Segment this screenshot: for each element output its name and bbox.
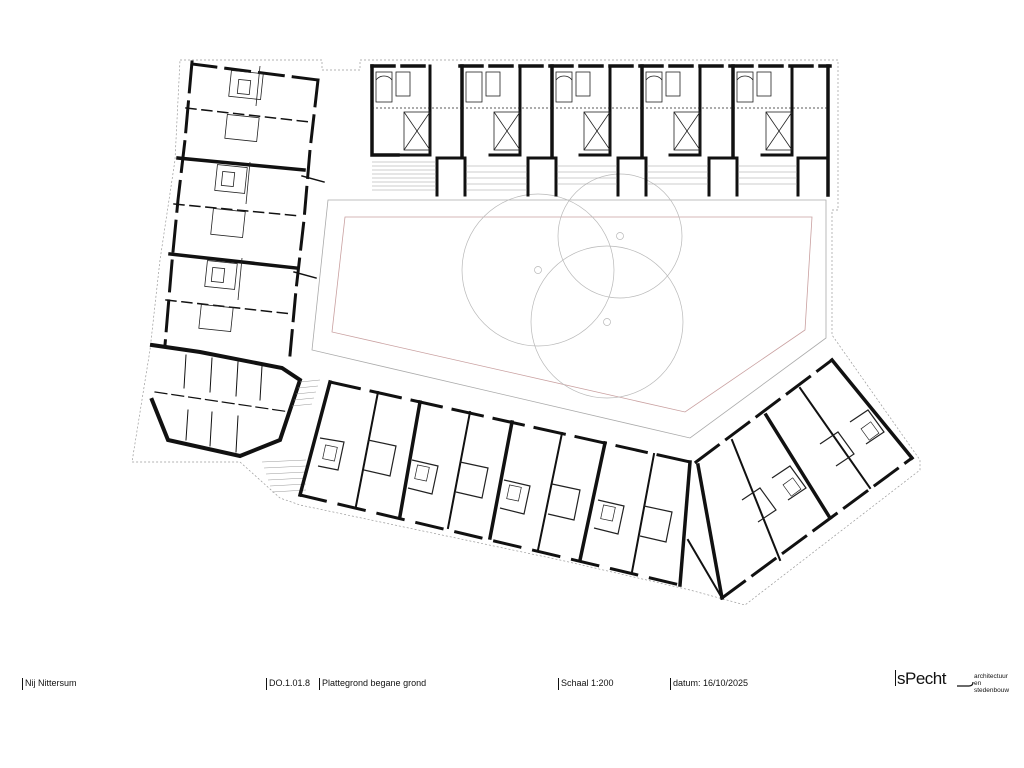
logo-tagline-line1: architectuur [974, 673, 1008, 680]
drawing-date: datum: 16/10/2025 [670, 676, 748, 690]
floor-plan [131, 59, 921, 606]
drawing-title: Plattegrond begane grond [319, 676, 426, 690]
separator-bar [670, 677, 671, 690]
north-block [370, 64, 832, 197]
drawing-scale-text: Schaal 1:200 [561, 678, 614, 688]
separator-bar [558, 677, 559, 690]
drawing-scale: Schaal 1:200 [558, 676, 614, 690]
drawing-title-text: Plattegrond begane grond [322, 678, 427, 688]
separator-bar [319, 677, 320, 690]
courtyard-inner-edge [331, 216, 813, 413]
tree-circle-3 [530, 245, 684, 399]
separator-bar [266, 677, 267, 690]
courtyard-outer-edge [311, 199, 827, 439]
courtyard [311, 173, 827, 439]
east-block [686, 357, 915, 601]
project-name: Nij Nittersum [22, 676, 77, 690]
site-contour [131, 59, 921, 606]
tree-circle-1 [461, 193, 615, 347]
east-block-interiors [741, 409, 885, 523]
south-block-interiors [317, 437, 673, 543]
drawing-date-text: datum: 16/10/2025 [673, 678, 749, 688]
southwest-tower [149, 342, 303, 459]
west-block-interiors [198, 65, 264, 333]
separator-bar [895, 670, 896, 686]
separator-bar [22, 677, 23, 690]
logo-tagline-line2: en stedenbouw [974, 680, 1010, 694]
west-block [163, 60, 325, 357]
logo-wordmark-text: sPecht [897, 669, 946, 688]
drawing-number: DO.1.01.8 [266, 676, 310, 690]
logo-swoosh-icon [957, 681, 974, 687]
logo-tagline: architectuur en stedenbouw [974, 673, 1009, 694]
company-logo: sPecht architectuur en stedenbouw [895, 668, 1009, 694]
logo-wordmark: sPecht [895, 668, 946, 690]
entrance-stair [261, 379, 321, 493]
south-block [297, 379, 692, 587]
north-block-interiors [372, 71, 828, 191]
tree-circle-2 [557, 173, 683, 299]
project-name-text: Nij Nittersum [25, 678, 77, 688]
drawing-number-text: DO.1.01.8 [269, 678, 311, 688]
